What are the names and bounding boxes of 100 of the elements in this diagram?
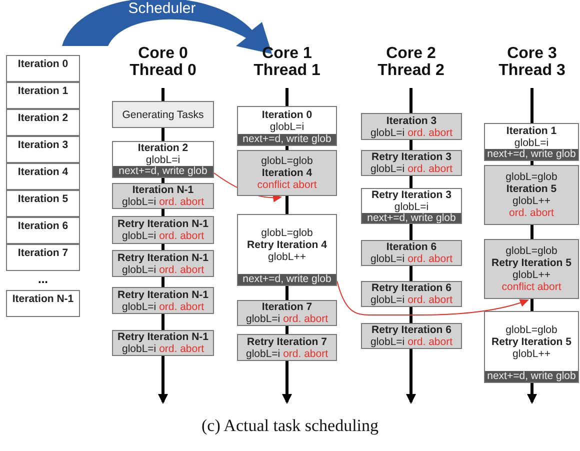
aborted-task-box (112, 287, 214, 314)
code-text: globL=i (370, 253, 405, 265)
aborted-task-box (361, 113, 462, 140)
abort-status: ord. abort (408, 336, 453, 348)
iteration-slot (6, 190, 80, 217)
code-text: globL=i (370, 336, 405, 348)
aborted-task-box (112, 250, 214, 277)
iteration-title: Iteration N-1 (132, 184, 194, 196)
code-text: globL=glob (506, 171, 558, 183)
iteration-title: Iteration 5 (18, 193, 68, 205)
iteration-title: Retry Iteration N-1 (117, 288, 209, 300)
iteration-slot (6, 55, 80, 82)
write-band: next+=d, write glob (113, 166, 213, 177)
iteration-title: Iteration 6 (18, 220, 68, 232)
abort-status: conflict abort (257, 179, 317, 191)
iteration-title: Retry Iteration N-1 (117, 218, 209, 230)
iteration-title: Iteration 2 (138, 142, 188, 154)
iteration-title: Iteration 6 (386, 241, 437, 253)
code-text: globL=glob (261, 226, 313, 238)
column-heading: Core 0 Thread 0 (128, 45, 198, 79)
ellipsis: ... (36, 272, 49, 286)
abort-status: ord. abort (159, 196, 204, 208)
iteration-title: Retry Iteration 3 (372, 151, 452, 163)
code-text: globL=i (246, 313, 280, 325)
iteration-slot (6, 244, 80, 271)
code-text: globL=i (122, 300, 156, 312)
iteration-slot (6, 163, 80, 190)
iteration-title: Retry Iteration 7 (247, 336, 327, 348)
iteration-title: Iteration 0 (18, 58, 68, 70)
iteration-title: Retry Iteration 6 (372, 282, 452, 294)
abort-status: ord. abort (159, 343, 204, 355)
write-band: next+=d, write glob (485, 371, 578, 382)
code-text: globL=i (122, 230, 156, 242)
column-heading: Core 1 Thread 1 (252, 45, 322, 79)
code-text: globL=i (122, 343, 156, 355)
abort-status: ord. abort (283, 348, 328, 360)
iteration-slot (6, 109, 80, 136)
code-text: globL=glob (261, 155, 313, 167)
aborted-task-box (361, 150, 462, 176)
iteration-title: Iteration 1 (18, 85, 68, 97)
iteration-title: Retry Iteration N-1 (117, 331, 209, 343)
iteration-title: Retry Iteration 3 (372, 189, 452, 201)
write-band: next+=d, write glob (238, 274, 336, 285)
abort-status: ord. abort (408, 294, 453, 306)
aborted-task-box (237, 334, 337, 361)
code-text: globL=i (370, 163, 405, 175)
abort-status: ord. abort (159, 300, 204, 312)
write-band: next+=d, write glob (485, 149, 578, 160)
code-text: globL++ (268, 250, 306, 262)
code-text: globL=i (394, 201, 429, 213)
aborted-task-box (484, 239, 579, 299)
code-text: globL++ (512, 269, 550, 281)
code-text: globL=glob (506, 245, 558, 257)
aborted-task-box (237, 300, 337, 326)
iteration-title: Iteration N-1 (12, 293, 74, 305)
code-text: globL=i (370, 126, 405, 138)
aborted-task-box (237, 150, 337, 196)
iteration-title: Iteration 3 (386, 114, 437, 126)
iteration-title: Iteration 2 (18, 112, 68, 124)
iteration-title: Iteration 1 (506, 124, 557, 136)
iteration-title: Retry Iteration 5 (492, 257, 572, 269)
iteration-title: Iteration 4 (18, 166, 68, 178)
code-text: globL=i (270, 120, 304, 132)
iteration-slot (6, 82, 80, 109)
aborted-task-box (112, 330, 214, 356)
abort-status: ord. abort (283, 313, 328, 325)
abort-status: ord. abort (408, 126, 453, 138)
column-heading: Core 2 Thread 2 (376, 45, 446, 79)
code-text: globL=i (370, 294, 405, 306)
task-box (237, 214, 337, 286)
abort-status: ord. abort (408, 253, 453, 265)
code-text: globL=i (514, 136, 549, 148)
code-text: globL++ (512, 195, 550, 207)
iteration-title: Iteration 0 (262, 108, 312, 120)
iteration-title: Iteration 7 (262, 301, 312, 313)
aborted-task-box (361, 240, 462, 266)
aborted-task-box (361, 281, 462, 307)
iteration-title: Retry Iteration 4 (247, 238, 327, 250)
task-box (484, 311, 579, 383)
abort-status: ord. abort (509, 207, 554, 219)
iteration-slot (6, 136, 80, 163)
aborted-task-box (484, 165, 579, 225)
abort-status: ord. abort (159, 264, 204, 276)
aborted-task-box (112, 183, 214, 209)
iteration-title: Retry Iteration N-1 (117, 252, 209, 264)
code-text: globL=i (246, 348, 280, 360)
code-text: globL++ (512, 348, 550, 360)
write-band: next+=d, write glob (362, 213, 461, 223)
iteration-title: Iteration 3 (18, 139, 68, 151)
arrow-label: Scheduler (127, 0, 197, 17)
caption: (c) Actual task scheduling (200, 416, 380, 436)
task-box (361, 188, 462, 224)
iteration-title: Retry Iteration 6 (372, 324, 452, 336)
iteration-slot (6, 290, 80, 317)
iteration-slot (6, 217, 80, 244)
abort-status: ord. abort (159, 230, 204, 242)
code-text: globL=i (122, 264, 156, 276)
code-text: Generating Tasks (122, 108, 204, 120)
iteration-title: Iteration 7 (18, 247, 68, 259)
iteration-title: Iteration 4 (262, 167, 312, 179)
